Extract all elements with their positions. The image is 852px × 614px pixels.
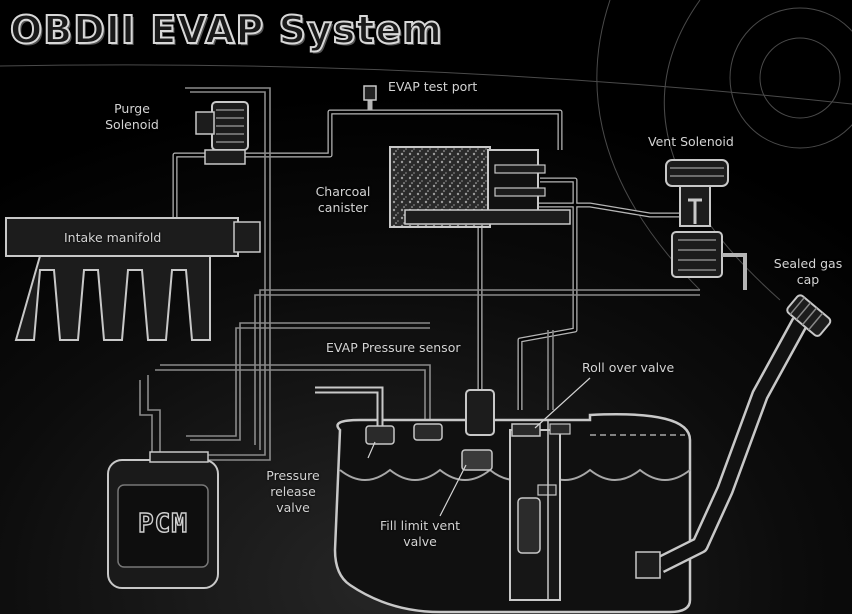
label-line: Charcoal	[315, 184, 371, 199]
fuel-tank	[333, 413, 692, 614]
filler-neck	[635, 317, 808, 579]
charcoal-canister	[389, 146, 571, 228]
label-purge-solenoid: Purge Solenoid	[92, 101, 172, 133]
label-line: cap	[796, 272, 820, 287]
callout-lines	[367, 377, 591, 517]
wiring-harness	[139, 87, 700, 461]
label-line: Sealed gas	[773, 256, 843, 271]
label-fill-limit-vent-valve: Fill limit vent valve	[370, 518, 470, 550]
label-vent-solenoid: Vent Solenoid	[648, 134, 734, 149]
label-line: Pressure	[266, 468, 320, 483]
fill-limit-vent-valve	[461, 389, 495, 471]
evap-pressure-sensor	[413, 423, 443, 441]
label-evap-test-port: EVAP test port	[388, 79, 478, 94]
pcm	[107, 451, 219, 589]
label-intake-manifold: Intake manifold	[64, 230, 162, 245]
vent-solenoid	[665, 159, 747, 290]
label-pcm: PCM	[137, 508, 188, 539]
label-evap-pressure-sensor: EVAP Pressure sensor	[326, 340, 461, 355]
page-title: OBDII EVAP System	[9, 7, 443, 53]
roll-over-valve	[511, 423, 571, 437]
label-line: Fill limit vent	[379, 518, 461, 533]
pressure-release-valve	[315, 386, 395, 445]
evap-test-port	[363, 85, 377, 101]
label-sealed-gas-cap: Sealed gas cap	[766, 256, 850, 288]
intake-manifold	[5, 217, 261, 341]
label-line: valve	[276, 500, 310, 515]
label-line: release	[270, 484, 316, 499]
label-charcoal-canister: Charcoal canister	[308, 184, 378, 216]
label-pressure-release-valve: Pressure release valve	[256, 468, 330, 516]
label-line: Purge	[114, 101, 150, 116]
label-line: Solenoid	[105, 117, 159, 132]
purge-solenoid	[195, 101, 249, 165]
sealed-gas-cap	[786, 294, 832, 337]
decorative-arcs	[0, 0, 852, 301]
label-roll-over-valve: Roll over valve	[582, 360, 675, 375]
label-line: valve	[403, 534, 437, 549]
label-line: canister	[317, 200, 369, 215]
